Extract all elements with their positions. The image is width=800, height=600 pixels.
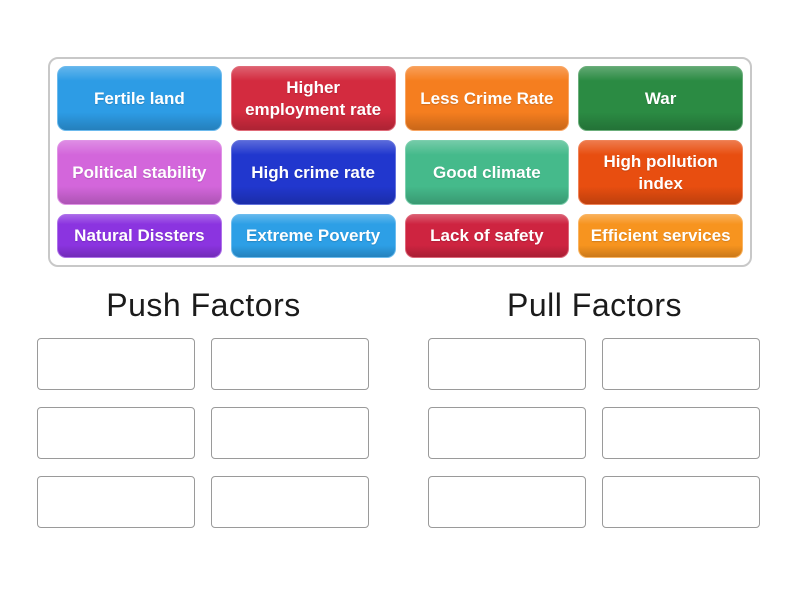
pull-slot-grid — [428, 338, 761, 528]
tile-label: Lack of safety — [430, 226, 544, 246]
group-title-pull: Pull Factors — [507, 287, 682, 323]
tile-good-climate[interactable]: Good climate — [404, 140, 570, 206]
pull-drop-slot[interactable] — [428, 338, 586, 390]
tile-label: War — [644, 88, 677, 108]
push-slot-grid — [37, 338, 370, 528]
tile-war[interactable]: War — [578, 66, 743, 132]
tile-lack-of-safety[interactable]: Lack of safety — [404, 214, 570, 258]
tile-label: High crime rate — [251, 162, 375, 182]
tile-label: Good climate — [433, 162, 541, 182]
tile-tray: Fertile land Higher employment rate Less… — [48, 57, 752, 267]
pull-drop-slot[interactable] — [602, 338, 760, 390]
tile-extreme-poverty[interactable]: Extreme Poverty — [230, 214, 396, 258]
tile-high-pollution-index[interactable]: High pollution index — [578, 140, 743, 206]
tile-political-stability[interactable]: Political stability — [57, 140, 222, 206]
tile-label: Less Crime Rate — [420, 88, 554, 108]
tile-label: Natural Dissters — [74, 226, 205, 246]
tile-label: Higher employment rate — [245, 78, 382, 119]
group-push-factors: Push Factors — [37, 287, 370, 528]
push-drop-slot[interactable] — [37, 407, 195, 459]
tile-higher-employment-rate[interactable]: Higher employment rate — [230, 66, 396, 132]
tile-label: Fertile land — [94, 88, 185, 108]
group-pull-factors: Pull Factors — [428, 287, 761, 528]
push-drop-slot[interactable] — [37, 338, 195, 390]
push-drop-slot[interactable] — [211, 476, 369, 528]
tile-label: Extreme Poverty — [246, 226, 381, 246]
tile-natural-dissters[interactable]: Natural Dissters — [57, 214, 222, 258]
push-drop-slot[interactable] — [211, 338, 369, 390]
tile-less-crime-rate[interactable]: Less Crime Rate — [404, 66, 570, 132]
tile-label: High pollution index — [603, 152, 718, 193]
group-title-push: Push Factors — [106, 287, 301, 323]
tile-fertile-land[interactable]: Fertile land — [57, 66, 222, 132]
pull-drop-slot[interactable] — [428, 476, 586, 528]
pull-drop-slot[interactable] — [428, 407, 586, 459]
tile-high-crime-rate[interactable]: High crime rate — [230, 140, 396, 206]
tile-efficient-services[interactable]: Efficient services — [578, 214, 743, 258]
tile-label: Political stability — [72, 162, 207, 182]
tile-label: Efficient services — [590, 226, 731, 246]
pull-drop-slot[interactable] — [602, 476, 760, 528]
pull-drop-slot[interactable] — [602, 407, 760, 459]
push-drop-slot[interactable] — [211, 407, 369, 459]
push-drop-slot[interactable] — [37, 476, 195, 528]
